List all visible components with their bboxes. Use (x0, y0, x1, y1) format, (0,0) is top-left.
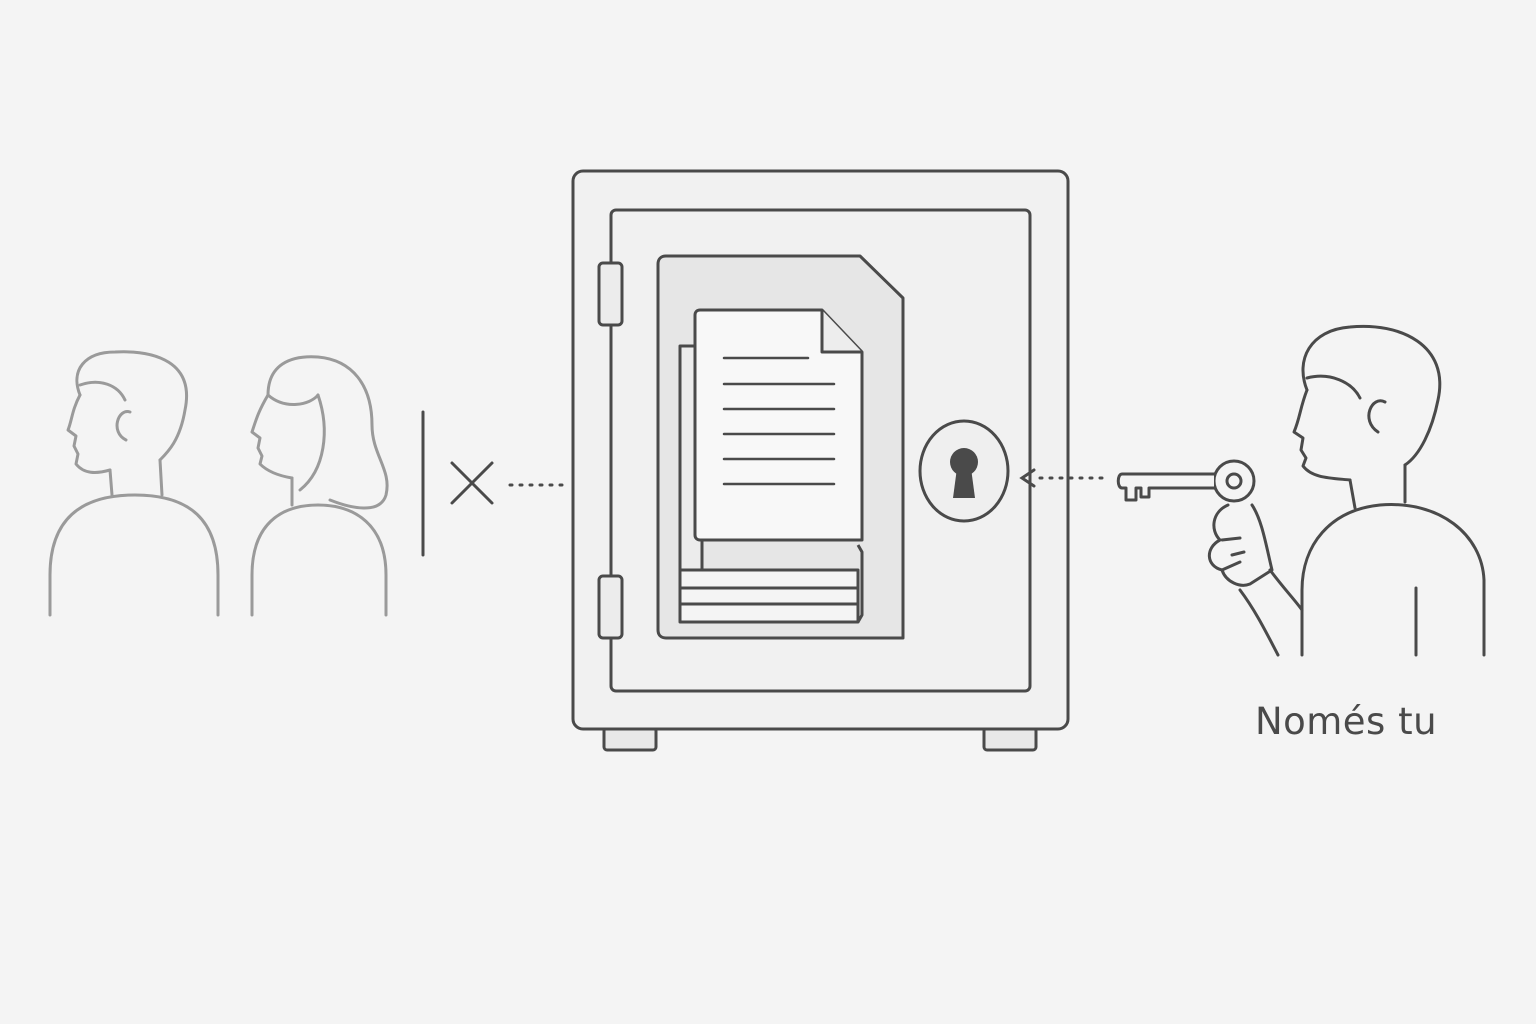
denied-people-group (48, 350, 389, 617)
key-icon (1116, 459, 1256, 503)
safe-hinge-bottom (597, 574, 624, 640)
safe-foot-right (982, 726, 1038, 752)
document-icon (693, 308, 864, 542)
only-you-caption: Només tu (1254, 700, 1438, 743)
person-man-faded (48, 350, 220, 617)
person-woman-faded (250, 355, 389, 617)
access-denied-barrier (421, 410, 567, 557)
owner-person (1116, 324, 1486, 657)
safe-hinge-top (597, 261, 624, 327)
key-access-arrow (1019, 468, 1110, 488)
x-mark-icon (450, 461, 494, 505)
safe (571, 169, 1070, 752)
safe-foot-left (602, 726, 658, 752)
keyhole-icon (918, 419, 1010, 523)
